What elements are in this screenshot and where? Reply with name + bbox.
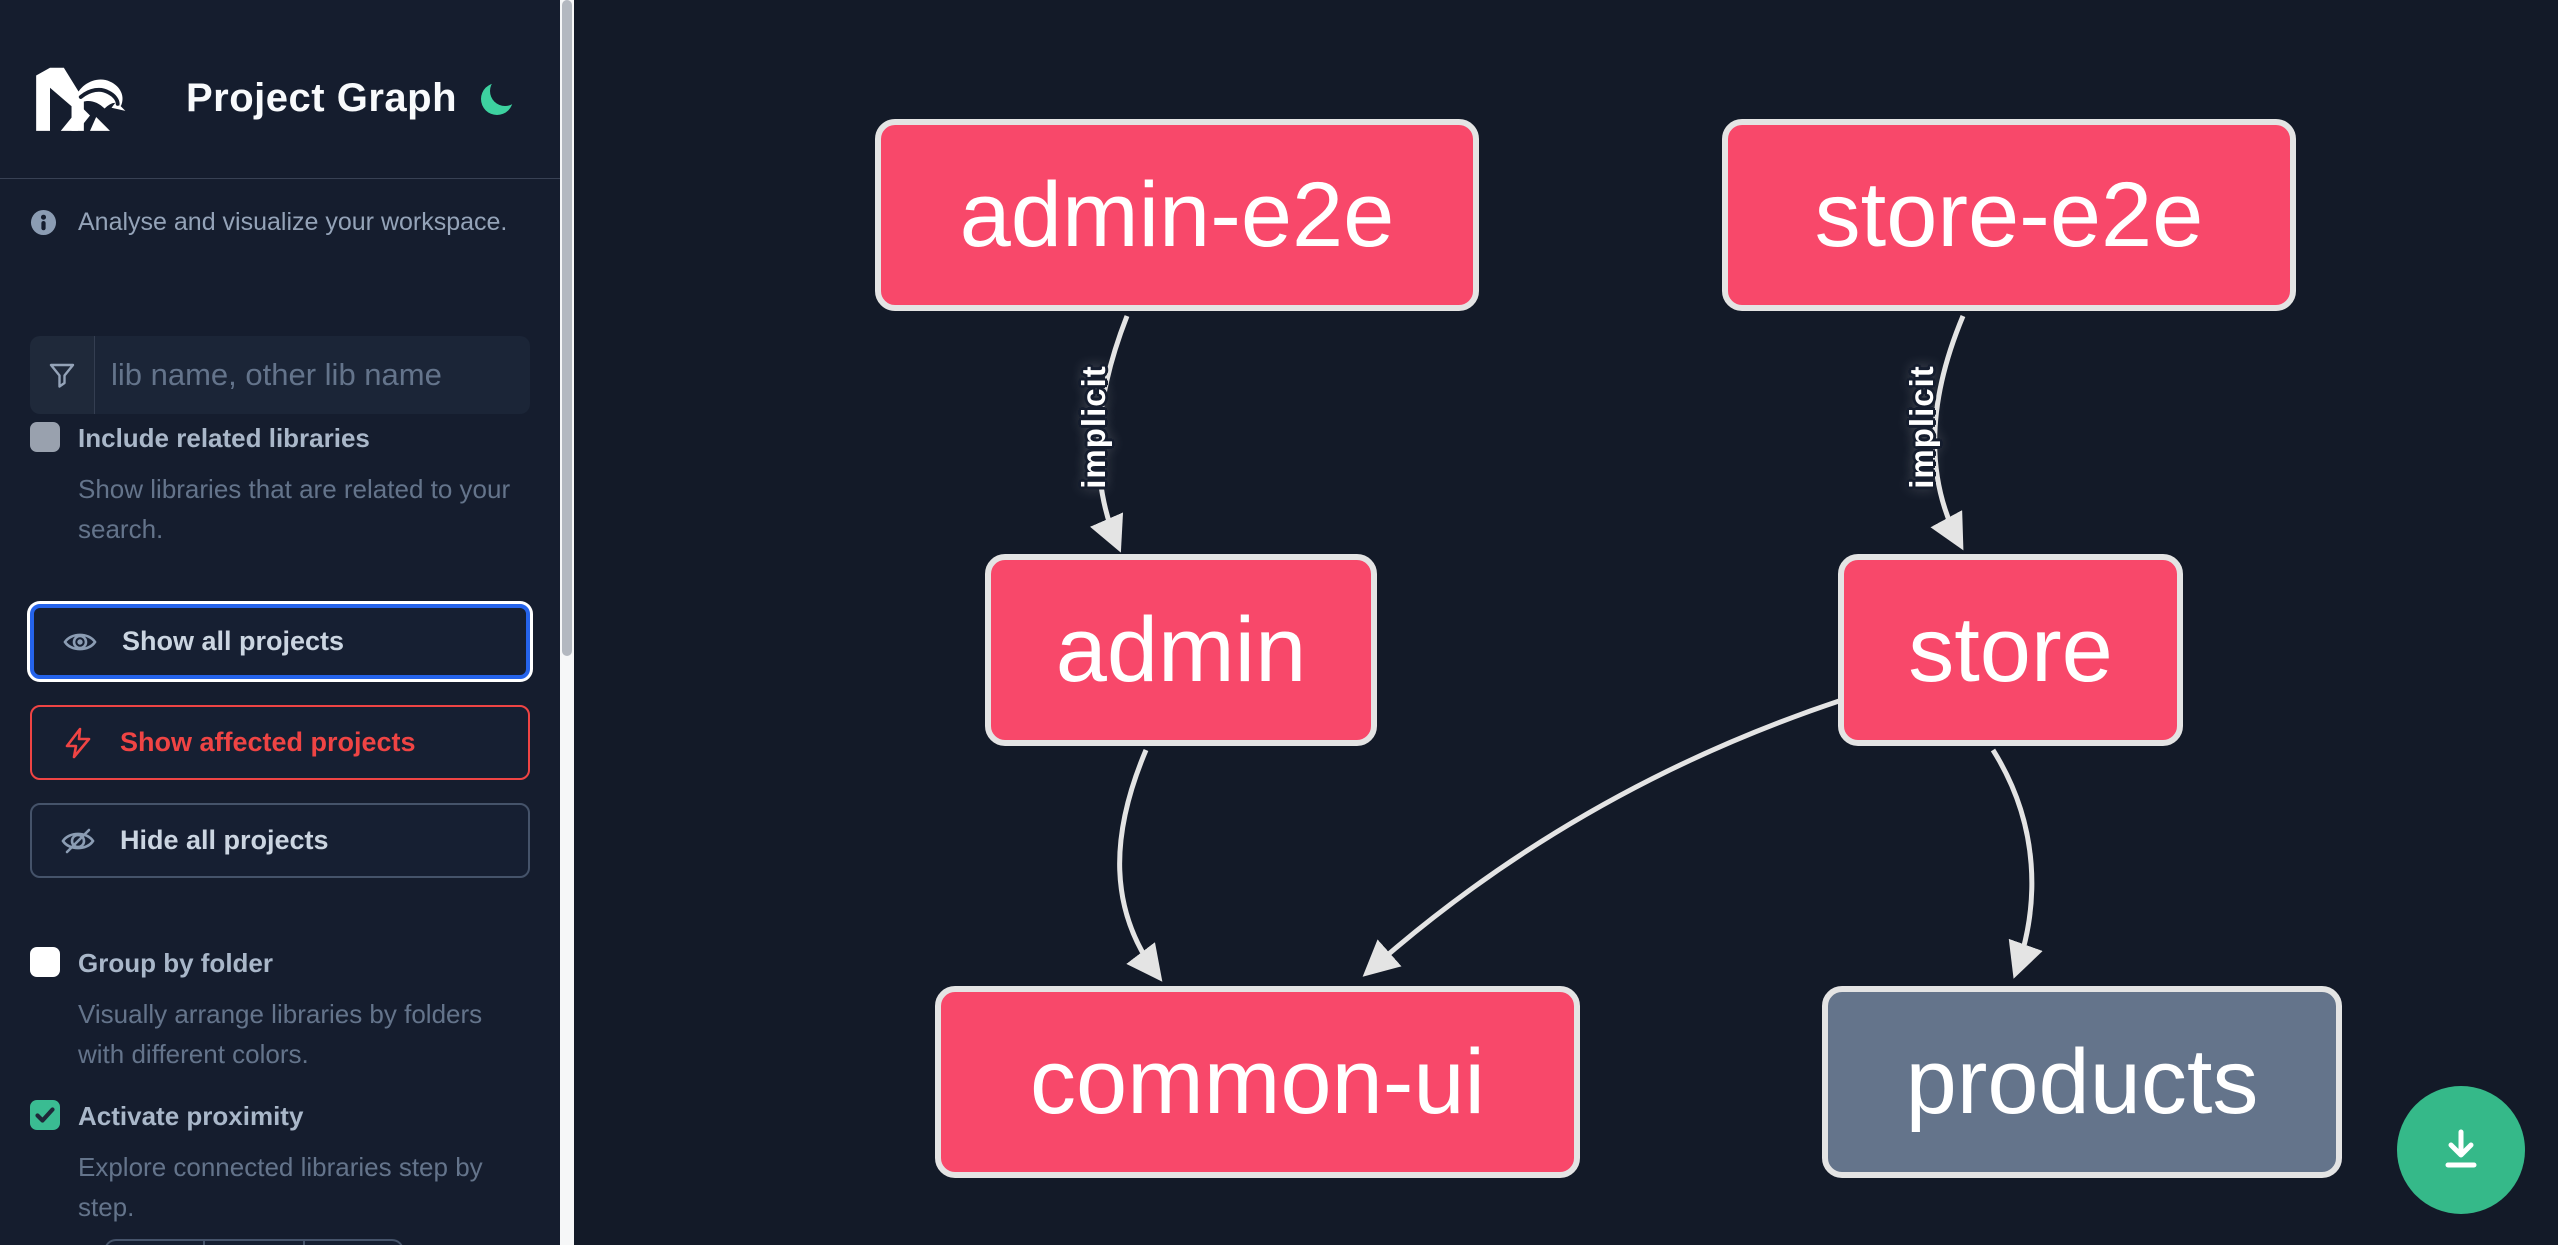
edge-label-implicit: implicit xyxy=(1075,365,1112,489)
proximity-depth-control xyxy=(104,1239,404,1245)
option-label: Group by folder xyxy=(78,948,273,978)
graph-node-common-ui[interactable]: common-ui xyxy=(935,986,1580,1178)
sidebar-scrollbar-track[interactable] xyxy=(560,0,574,1245)
graph-node-admin[interactable]: admin xyxy=(985,554,1377,746)
edge-store-e2e-store[interactable] xyxy=(1930,315,1966,551)
search-box xyxy=(30,336,530,414)
button-label: Hide all projects xyxy=(120,825,329,855)
bolt-icon xyxy=(60,725,96,761)
filter-funnel-icon xyxy=(30,336,95,414)
graph-node-store[interactable]: store xyxy=(1838,554,2183,746)
edge-admin-common-ui[interactable] xyxy=(1117,749,1163,982)
eye-icon xyxy=(62,624,98,660)
segment-button[interactable] xyxy=(302,1241,402,1245)
download-graph-button[interactable] xyxy=(2397,1086,2525,1214)
show-all-projects-button[interactable]: Show all projects xyxy=(30,604,530,679)
graph-node-products[interactable]: products xyxy=(1822,986,2342,1178)
edge-store-products[interactable] xyxy=(1990,748,2043,979)
edge-store-common-ui[interactable] xyxy=(1362,697,1843,977)
eye-off-icon xyxy=(60,823,96,859)
sidebar: Project Graph Analyse and visualize your… xyxy=(0,0,560,1245)
option-description: Show libraries that are related to your … xyxy=(78,474,511,544)
option-group-by-folder: Group by folder Visually arrange librari… xyxy=(30,947,530,1077)
graph-node-admin-e2e[interactable]: admin-e2e xyxy=(875,119,1479,311)
show-affected-projects-button[interactable]: Show affected projects xyxy=(30,705,530,780)
moon-icon[interactable] xyxy=(478,78,518,118)
search-input[interactable] xyxy=(95,336,530,414)
checkbox-group-by-folder[interactable] xyxy=(30,947,60,977)
segment-button[interactable] xyxy=(106,1241,203,1245)
info-icon xyxy=(30,209,57,236)
option-activate-proximity: Activate proximity Explore connected lib… xyxy=(30,1100,530,1230)
checkbox-include-related-libraries[interactable] xyxy=(30,422,60,452)
option-label: Include related libraries xyxy=(78,423,370,453)
tagline-text: Analyse and visualize your workspace. xyxy=(78,208,508,236)
sidebar-header: Project Graph xyxy=(0,0,560,179)
edge-admin-e2e-admin[interactable] xyxy=(1090,315,1130,553)
segment-button[interactable] xyxy=(203,1241,302,1245)
option-label: Activate proximity xyxy=(78,1101,304,1131)
app-title: Project Graph xyxy=(186,76,458,120)
edge-label-implicit: implicit xyxy=(1903,365,1940,489)
option-description: Explore connected libraries step by step… xyxy=(78,1152,483,1222)
hide-all-projects-button[interactable]: Hide all projects xyxy=(30,803,530,878)
button-label: Show affected projects xyxy=(120,727,416,757)
option-include-related-libraries: Include related libraries Show libraries… xyxy=(30,422,530,552)
nx-logo-icon xyxy=(36,67,126,131)
download-icon xyxy=(2445,1129,2477,1168)
sidebar-scrollbar-thumb[interactable] xyxy=(562,0,572,656)
checkbox-activate-proximity[interactable] xyxy=(30,1100,60,1130)
button-label: Show all projects xyxy=(122,626,345,656)
tagline-row: Analyse and visualize your workspace. xyxy=(30,208,507,237)
option-description: Visually arrange libraries by folders wi… xyxy=(78,999,483,1069)
graph-node-store-e2e[interactable]: store-e2e xyxy=(1722,119,2296,311)
